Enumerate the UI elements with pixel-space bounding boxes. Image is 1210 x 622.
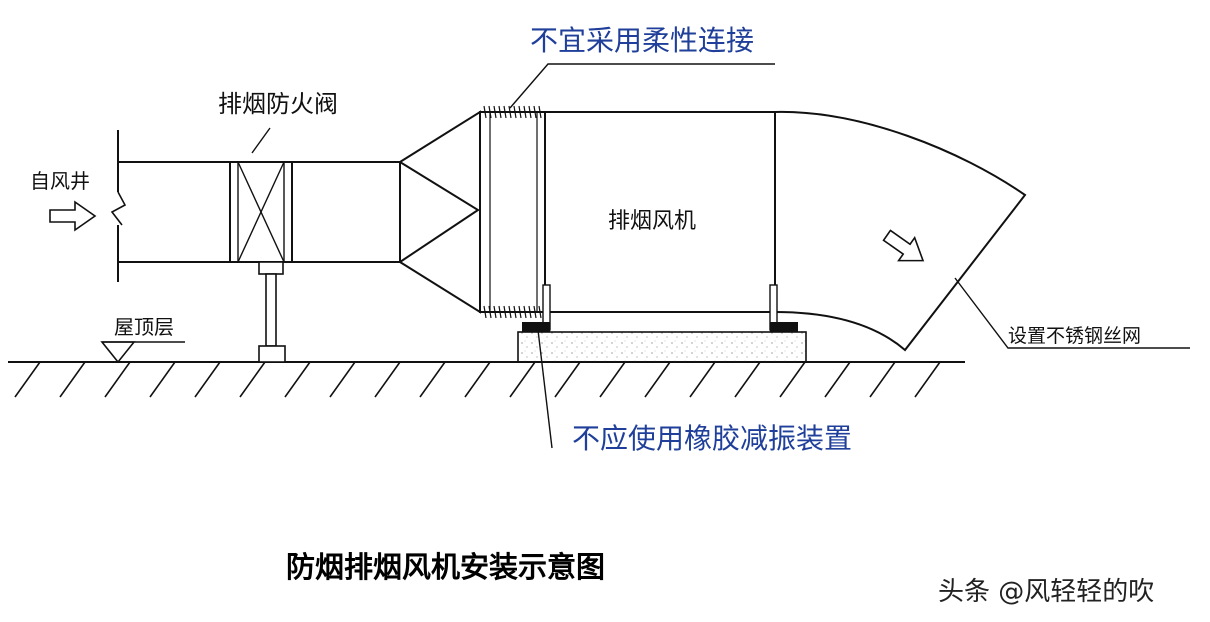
mesh-leader: [954, 277, 1190, 349]
callout-no-rubber: 不应使用橡胶减振装置: [572, 422, 852, 455]
damper-support-top: [258, 261, 284, 275]
flex-collar: [479, 111, 546, 313]
damper-cross-b: [237, 161, 285, 263]
damper-support-post: [265, 273, 277, 347]
fan-body: [544, 111, 776, 313]
outlet-elbow: [774, 110, 1027, 352]
damper-support-base: [258, 345, 286, 363]
flex-collar-coil-bottom: [483, 305, 542, 319]
ground-hatch: [14, 361, 941, 398]
transition-cone: [399, 110, 481, 314]
damper-leader: [251, 127, 271, 154]
fan-bracket-left: [522, 284, 551, 332]
label-fan: 排烟风机: [608, 209, 696, 234]
flex-leader: [509, 63, 775, 109]
concrete-base: [517, 331, 807, 363]
rubber-leader: [537, 329, 553, 449]
outlet-arrow-icon: [882, 229, 925, 262]
flex-collar-coil-top: [483, 105, 542, 119]
fan-bracket-right: [769, 284, 798, 332]
diagram-title: 防烟排烟风机安装示意图: [286, 550, 605, 584]
inlet-arrow-icon: [49, 200, 97, 232]
callout-no-flex: 不宜采用柔性连接: [530, 24, 754, 57]
roof-level-marker: [100, 341, 136, 364]
label-from-shaft: 自风井: [30, 169, 90, 193]
label-damper: 排烟防火阀: [218, 90, 338, 118]
label-mesh: 设置不锈钢丝网: [1008, 325, 1141, 347]
watermark: 头条 @风轻轻的吹: [938, 577, 1154, 607]
label-roof: 屋顶层: [114, 315, 174, 339]
break-symbol: [110, 191, 127, 226]
